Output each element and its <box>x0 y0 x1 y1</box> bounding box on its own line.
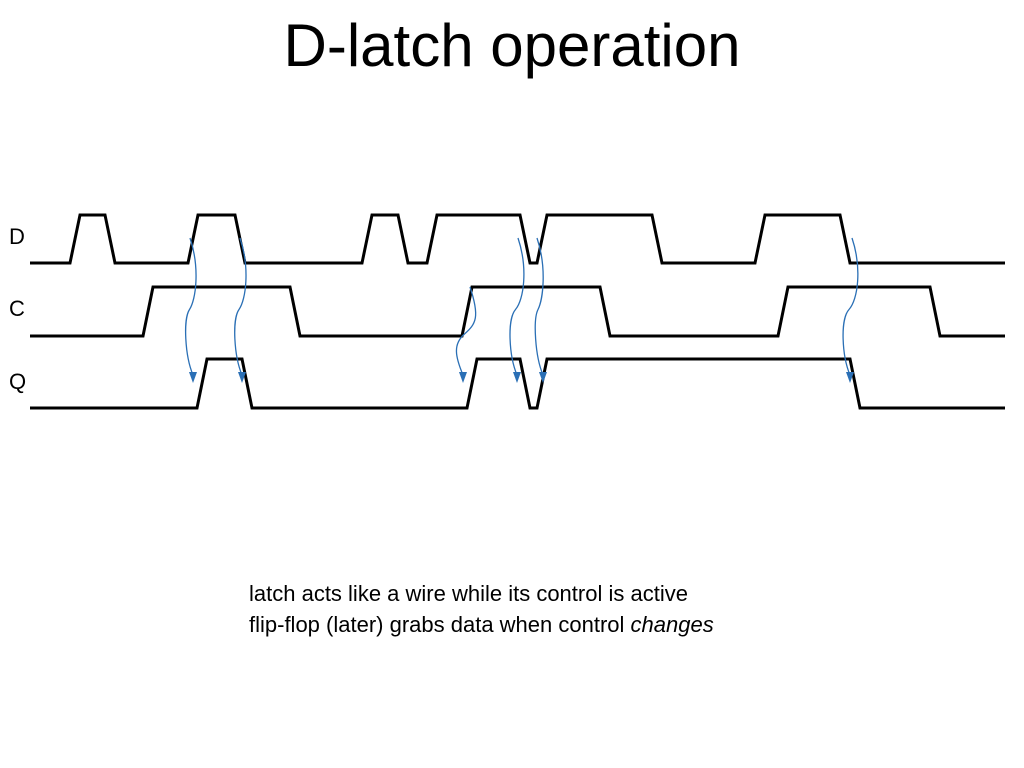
arrow-head <box>459 372 467 383</box>
waveforms <box>30 213 1005 410</box>
signal-label-d: D <box>9 224 25 249</box>
waveform-c <box>30 285 1005 338</box>
caption-line-2-text: flip-flop (later) grabs data when contro… <box>249 612 631 637</box>
caption: latch acts like a wire while its control… <box>249 578 714 640</box>
caption-line-1: latch acts like a wire while its control… <box>249 581 688 606</box>
caption-line-2: flip-flop (later) grabs data when contro… <box>249 609 714 640</box>
signal-label-q: Q <box>9 369 26 394</box>
causality-arrows <box>185 237 859 383</box>
waveform-d <box>30 213 1005 265</box>
causality-arrow <box>534 237 544 376</box>
causality-arrow <box>842 237 859 376</box>
arrow-head <box>513 372 521 383</box>
arrow-head <box>846 372 854 383</box>
caption-emphasis: changes <box>630 612 714 637</box>
causality-arrow <box>234 237 247 376</box>
causality-arrow <box>509 237 525 376</box>
arrow-head <box>189 372 197 383</box>
arrow-head <box>539 372 547 383</box>
arrow-head <box>238 372 246 383</box>
signal-label-c: C <box>9 296 25 321</box>
causality-arrow <box>455 286 477 376</box>
slide-title: D-latch operation <box>283 12 741 79</box>
waveform-q <box>30 357 1005 410</box>
causality-arrow <box>185 237 197 376</box>
